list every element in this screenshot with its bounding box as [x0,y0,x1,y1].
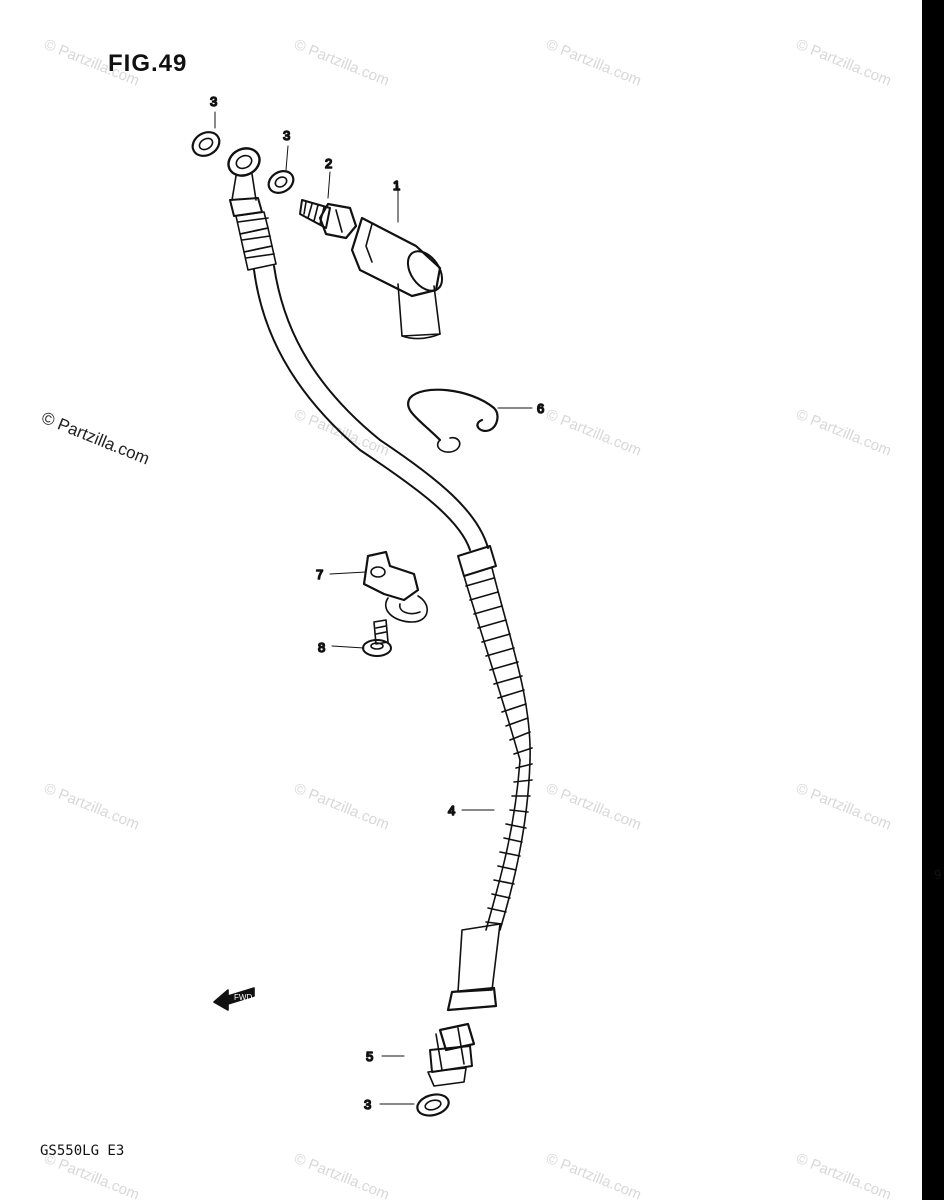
callout-3-bottom: 3 [364,1097,371,1112]
clip-part-6 [407,388,499,453]
washer-part-3-top-left [191,131,221,157]
callout-6: 6 [537,401,544,416]
banjo-bolt-part-2 [299,199,358,240]
front-arrow-label: FWD [234,993,252,1002]
washer-part-3-top-middle [267,170,295,194]
washer-part-3-bottom [416,1093,450,1117]
callout-4: 4 [448,803,455,818]
callout-8: 8 [318,640,325,655]
front-direction-arrow: FWD [213,987,255,1011]
model-code: GS550LG E3 [40,1143,125,1159]
callout-7: 7 [316,567,323,582]
callout-5: 5 [366,1049,373,1064]
banjo-fitting [227,147,277,271]
callout-3-top-middle: 3 [283,128,290,143]
callout-2: 2 [325,156,332,171]
cylinder-part-1 [350,216,444,340]
leader-lines [214,111,533,1105]
callout-1: 1 [393,178,400,193]
brake-hose-part-4 [253,265,533,1012]
edge-mark: 9 [934,868,942,882]
figure-title: FIG.49 [108,50,188,77]
page-edge-bar [922,0,944,1200]
bracket-part-7 [362,550,428,623]
union-fitting-part-5 [427,1022,476,1087]
bolt-part-8 [362,619,392,657]
callout-3-top-left: 3 [210,94,217,109]
